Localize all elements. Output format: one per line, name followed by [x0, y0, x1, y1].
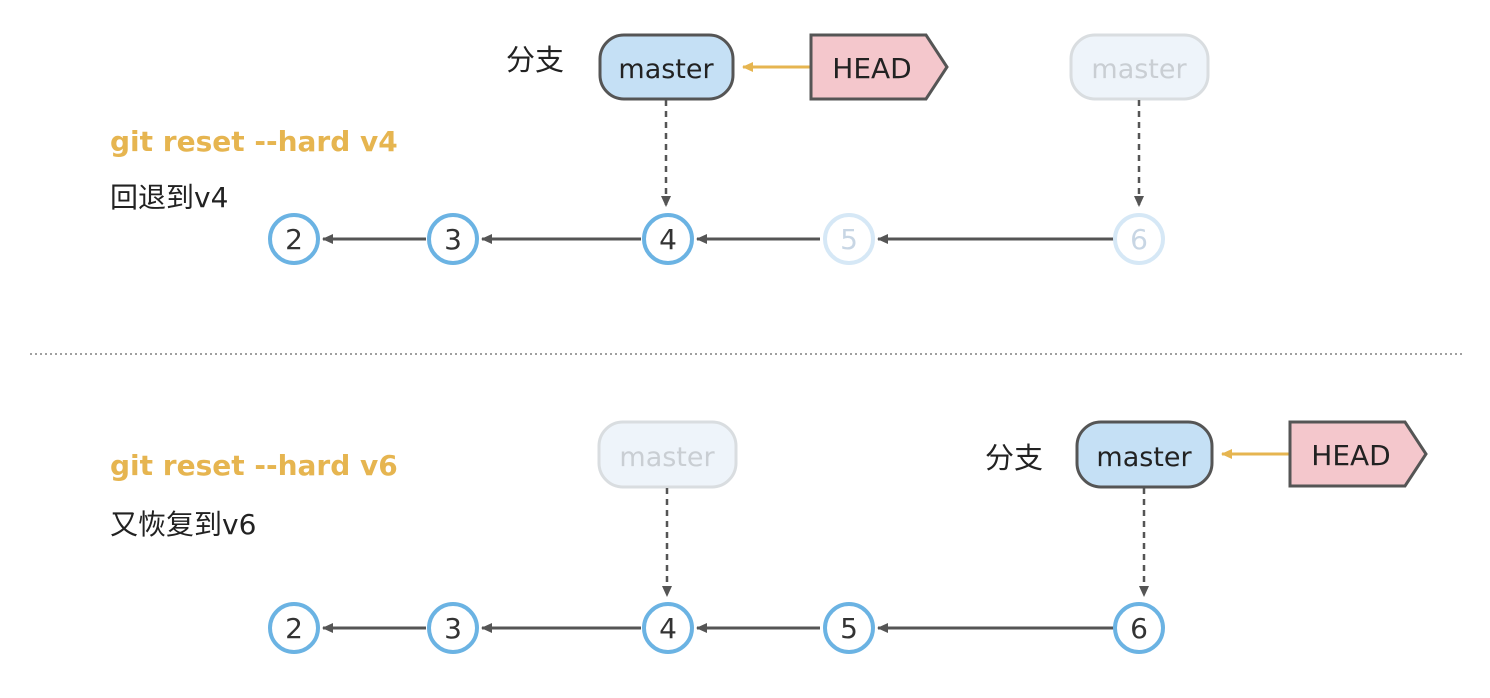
panel1-commit-5: 5 [823, 213, 875, 265]
panel1-ghost-master-label: master [1091, 54, 1187, 85]
panel2-head-tag [1288, 420, 1428, 488]
panel2-branch-label: 分支 [985, 441, 1043, 475]
panel2-commit-4: 4 [642, 602, 694, 654]
panel1-commit-5-label: 5 [840, 223, 858, 256]
panel2-commit-3: 3 [427, 602, 479, 654]
panel2-commit-6-label: 6 [1130, 612, 1148, 645]
panel1-commit-4-label: 4 [659, 223, 677, 256]
panel2-description: 又恢复到v6 [110, 508, 256, 541]
panel2-ghost-master-box [597, 420, 738, 489]
panel2-command: git reset --hard v6 [110, 449, 398, 482]
panel1-ghost-master-box [1069, 33, 1210, 101]
panel2-commit-5: 5 [823, 602, 875, 654]
panel1-head-label: HEAD [832, 52, 911, 85]
panel1-head-tag [809, 33, 949, 101]
panel1-commit-4: 4 [642, 213, 694, 265]
panel2-commit-3-label: 3 [444, 612, 462, 645]
panel1-commit-3-label: 3 [444, 223, 462, 256]
panel-reset-v4: git reset --hard v4 回退到v4 分支 master HEAD… [110, 33, 1210, 265]
panel1-master-branch-box [598, 33, 735, 101]
panel1-command: git reset --hard v4 [110, 125, 398, 158]
panel2-master-branch-label: master [1096, 442, 1192, 473]
panel2-ghost-master-label: master [619, 442, 715, 473]
panel2-commit-2-label: 2 [285, 612, 303, 645]
panel1-commit-3: 3 [427, 213, 479, 265]
panel1-commit-2: 2 [268, 213, 320, 265]
panel1-commit-2-label: 2 [285, 223, 303, 256]
panel2-master-branch-box [1075, 420, 1214, 489]
panel1-commit-6: 6 [1113, 213, 1165, 265]
panel2-head-label: HEAD [1311, 439, 1390, 472]
panel1-description: 回退到v4 [110, 181, 228, 214]
panel1-commit-6-label: 6 [1130, 223, 1148, 256]
panel1-master-branch-label: master [618, 54, 714, 85]
panel2-commit-4-label: 4 [659, 612, 677, 645]
panel-reset-v6: git reset --hard v6 又恢复到v6 master 分支 mas… [110, 420, 1428, 654]
panel2-commit-2: 2 [268, 602, 320, 654]
panel1-branch-label: 分支 [506, 43, 564, 77]
panel2-commit-5-label: 5 [840, 612, 858, 645]
panel2-commit-6: 6 [1113, 602, 1165, 654]
